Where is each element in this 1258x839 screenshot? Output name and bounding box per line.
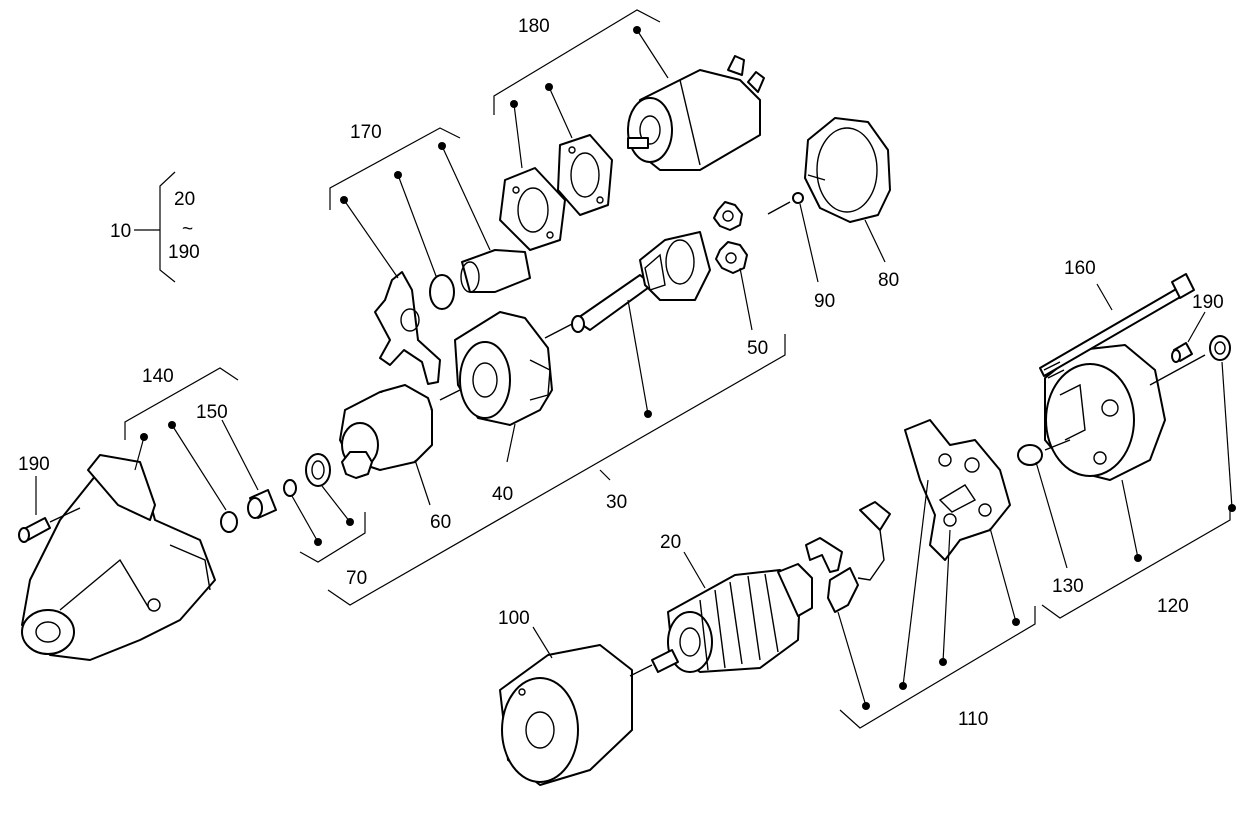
internal-gear (804, 117, 891, 223)
solenoid-switch (627, 55, 765, 171)
callout-100: 100 (498, 608, 530, 629)
axis-line (1149, 354, 1206, 386)
stop-ring (283, 479, 297, 497)
leader-dot (346, 518, 354, 526)
housing-screw-right (1171, 342, 1193, 363)
leader-dot (340, 196, 348, 204)
end-cap (1209, 335, 1231, 361)
armature-group: 20 100 (498, 532, 813, 786)
pinion-shaft (571, 231, 711, 333)
leader-dot (1134, 554, 1142, 562)
leader-dot (438, 142, 446, 150)
callout-50: 50 (747, 338, 768, 359)
front-housing-bracket (124, 367, 239, 440)
callout-180: 180 (518, 16, 550, 37)
callout-70: 70 (346, 568, 367, 589)
internal-gear-group: 90 80 (767, 117, 899, 312)
axis-line (544, 323, 573, 339)
front-housing (21, 454, 216, 661)
callout-80: 80 (878, 270, 899, 291)
brush-lead-left (805, 537, 859, 613)
left-screw-group: 190 (18, 454, 81, 543)
lever-group-bracket (329, 127, 461, 210)
rear-cover-bracket (1041, 505, 1231, 619)
steel-ball (792, 192, 804, 204)
shift-lever (374, 271, 441, 385)
front-bushing (247, 489, 277, 519)
axis-line (49, 507, 81, 523)
callout-130: 130 (1052, 576, 1084, 597)
axis-line (629, 664, 653, 677)
housing-screw-left (18, 517, 51, 543)
callout-60: 60 (430, 512, 451, 533)
leader-dot (1228, 504, 1236, 512)
front-housing-group: 140 150 (21, 366, 277, 661)
stopper-group: 70 (283, 453, 367, 589)
solenoid-gasket-outer (557, 134, 613, 216)
assembly-range-group: 10 20 ~ 190 (110, 171, 200, 283)
leader-dot (939, 658, 947, 666)
through-bolt-group: 160 190 (1039, 258, 1224, 379)
solenoid-group-bracket (493, 9, 661, 115)
callout-90: 90 (814, 291, 835, 312)
lever-group: 170 (329, 122, 531, 385)
callout-range-symbol: ~ (182, 219, 193, 240)
brush-holder-bracket (839, 606, 1036, 729)
callout-150: 150 (196, 402, 228, 423)
solenoid-group: 180 (493, 9, 765, 251)
pinion-stopper (305, 453, 331, 487)
planet-gear-upper (713, 201, 743, 231)
axis-line (1044, 439, 1071, 451)
leader-dot (545, 83, 553, 91)
leader-dot (314, 538, 322, 546)
callout-10: 10 (110, 221, 131, 242)
rear-bearing (1017, 444, 1043, 466)
drive-group-bracket (327, 334, 786, 606)
leader-dot (394, 171, 402, 179)
brush-holder-group: 110 (805, 419, 1036, 730)
solenoid-gasket-inner (499, 167, 566, 251)
callout-160: 160 (1064, 258, 1096, 279)
callout-40: 40 (492, 484, 513, 505)
rear-cover (1044, 344, 1166, 481)
callout-20-range-start: 20 (174, 189, 195, 210)
rear-cover-group: 130 120 (1017, 335, 1236, 619)
lever-plunger (460, 249, 531, 293)
assembly-brace (159, 171, 176, 283)
callout-20: 20 (660, 532, 681, 553)
callout-30: 30 (606, 492, 627, 513)
reduction-housing (454, 311, 553, 426)
planet-gear-lower (715, 241, 748, 274)
armature (651, 563, 813, 673)
callout-170: 170 (350, 122, 382, 143)
callout-110: 110 (958, 709, 988, 730)
brush-lead-right (857, 501, 891, 581)
callout-190-left: 190 (18, 454, 50, 475)
stopper-group-bracket (299, 512, 366, 563)
leader-dot (140, 433, 148, 441)
overrunning-clutch (339, 384, 433, 479)
lever-o-ring (429, 274, 455, 310)
callout-120: 120 (1157, 596, 1189, 617)
callout-140: 140 (142, 366, 174, 387)
leader-dot (168, 421, 176, 429)
leader-dot (1012, 618, 1020, 626)
through-bolt (1039, 273, 1195, 379)
callout-190-right: 190 (1192, 292, 1224, 313)
front-bushing-ring (220, 511, 238, 533)
leader-dot (633, 26, 641, 34)
leader-dot (899, 682, 907, 690)
leader-dot (644, 410, 652, 418)
axis-line (439, 389, 461, 401)
callout-190-range-end: 190 (168, 242, 200, 263)
leader-dot (510, 100, 518, 108)
yoke (499, 644, 633, 786)
drive-group: 30 40 50 (327, 201, 786, 606)
leader-dot (862, 702, 870, 710)
